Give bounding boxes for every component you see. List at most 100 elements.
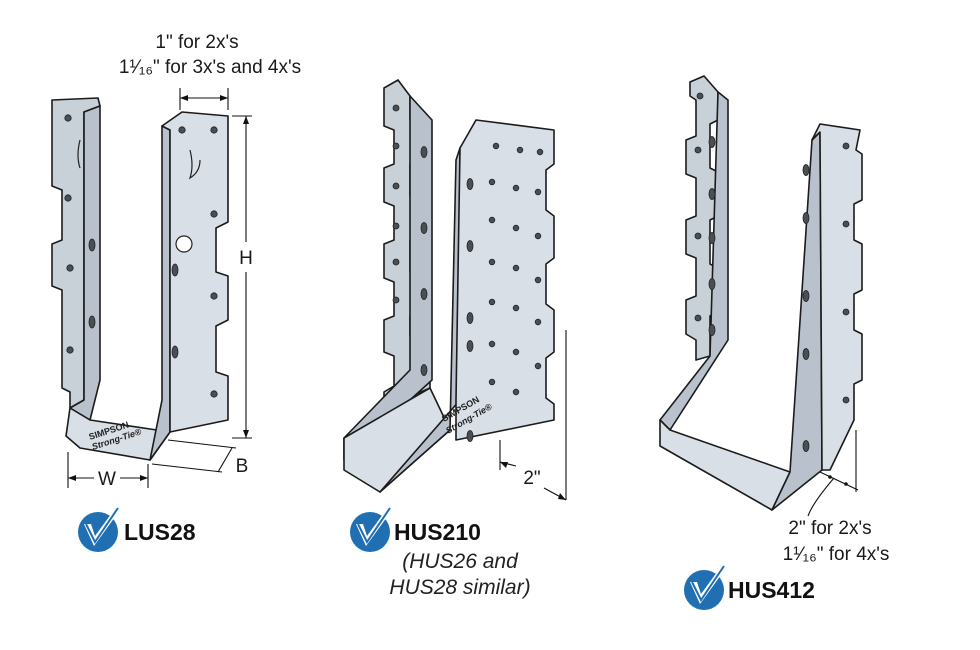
nail-hole bbox=[534, 362, 542, 370]
dome-hole bbox=[466, 340, 474, 352]
nail-hole bbox=[534, 232, 542, 240]
arrowhead bbox=[243, 430, 249, 438]
nail-hole bbox=[536, 148, 544, 156]
lus28-label-group: LUS28 bbox=[78, 507, 196, 552]
dome-hole bbox=[466, 312, 474, 324]
nail-hole bbox=[210, 210, 218, 218]
nail-hole bbox=[512, 388, 520, 396]
nail-hole bbox=[210, 390, 218, 398]
nail-hole bbox=[512, 348, 520, 356]
nail-hole bbox=[488, 340, 496, 348]
nail-hole bbox=[210, 126, 218, 134]
arrowhead bbox=[180, 95, 188, 101]
dome-hole bbox=[420, 222, 428, 234]
lus28-label: LUS28 bbox=[124, 519, 196, 545]
nail-hole bbox=[392, 104, 400, 112]
hus412-dim-line2: 1¹⁄₁₆" for 4x's bbox=[783, 544, 890, 565]
nail-hole bbox=[516, 146, 524, 154]
arrowhead bbox=[68, 475, 76, 481]
hus412-right-flange bbox=[811, 123, 863, 471]
depth-dim-line bbox=[819, 471, 859, 491]
nail-hole bbox=[392, 182, 400, 190]
hus210-right-wall bbox=[379, 147, 461, 493]
hus412-right-wall bbox=[771, 131, 823, 511]
arrowhead bbox=[500, 462, 508, 468]
hus210-sub-line2: HUS28 similar) bbox=[389, 576, 530, 599]
dome-hole bbox=[708, 278, 716, 290]
nail-hole bbox=[842, 142, 850, 150]
dome-hole bbox=[171, 263, 179, 277]
nail-hole bbox=[696, 92, 704, 100]
nail-hole bbox=[694, 314, 702, 322]
nail-hole bbox=[492, 142, 500, 150]
dome-hole bbox=[708, 188, 716, 200]
dome-hole bbox=[171, 345, 179, 359]
hus210-hanger: SIMPSON Strong-Tie® bbox=[343, 79, 555, 493]
nail-hole bbox=[210, 292, 218, 300]
lus28-right-flange bbox=[161, 111, 229, 433]
lus28-dim-w: W bbox=[98, 469, 116, 490]
arrowhead bbox=[243, 116, 249, 124]
nail-hole bbox=[512, 184, 520, 192]
hus210-dim-depth: 2" bbox=[523, 468, 540, 489]
tab-hole bbox=[175, 235, 193, 253]
dim-leader bbox=[807, 477, 835, 517]
lus28-dimensions: 1" for 2x's 1¹⁄₁₆" for 3x's and 4x's H W… bbox=[67, 32, 301, 490]
nail-hole bbox=[488, 258, 496, 266]
hus210-label: HUS210 bbox=[394, 519, 481, 545]
dome-hole bbox=[420, 146, 428, 158]
hus210-label-group: HUS210 (HUS26 and HUS28 similar) bbox=[350, 507, 531, 599]
dome-hole bbox=[802, 212, 810, 224]
hus412-label: HUS412 bbox=[728, 577, 815, 603]
nail-hole bbox=[66, 264, 74, 272]
nail-hole bbox=[392, 258, 400, 266]
nail-hole bbox=[392, 222, 400, 230]
nail-hole bbox=[488, 178, 496, 186]
nail-hole bbox=[512, 264, 520, 272]
dome-hole bbox=[88, 238, 96, 252]
dim-leader bbox=[151, 463, 223, 473]
check-badge-icon bbox=[684, 565, 726, 610]
nail-hole bbox=[392, 296, 400, 304]
check-badge-icon bbox=[350, 507, 392, 552]
arrowhead bbox=[558, 493, 566, 500]
dome-hole bbox=[708, 136, 716, 148]
dome-hole bbox=[802, 348, 810, 360]
nail-hole bbox=[178, 126, 186, 134]
dome-hole bbox=[802, 440, 810, 452]
dome-hole bbox=[802, 290, 810, 302]
tab-mark bbox=[188, 149, 201, 180]
dome-hole bbox=[708, 324, 716, 336]
nail-hole bbox=[534, 276, 542, 284]
dome-hole bbox=[466, 430, 474, 442]
nail-hole bbox=[66, 346, 74, 354]
dome-hole bbox=[802, 164, 810, 176]
lus28-top-dim-line2: 1¹⁄₁₆" for 3x's and 4x's bbox=[119, 57, 301, 78]
hus210-right-flange bbox=[455, 119, 555, 441]
nail-hole bbox=[534, 318, 542, 326]
depth-dim-line bbox=[217, 447, 233, 473]
nail-hole bbox=[488, 378, 496, 386]
hus412-hanger bbox=[659, 75, 863, 511]
dome-hole bbox=[708, 232, 716, 244]
hus412-label-group: HUS412 bbox=[684, 565, 815, 610]
hus210-sub-line1: (HUS26 and bbox=[402, 550, 519, 573]
nail-hole bbox=[64, 114, 72, 122]
dome-hole bbox=[420, 364, 428, 376]
hus412-dim-line1: 2" for 2x's bbox=[788, 518, 871, 539]
check-badge-icon bbox=[78, 507, 120, 552]
arrowhead bbox=[220, 95, 228, 101]
nail-hole bbox=[842, 308, 850, 316]
tab-mark bbox=[77, 139, 81, 169]
nail-hole bbox=[534, 188, 542, 196]
nail-hole bbox=[512, 304, 520, 312]
lus28-top-dim-line1: 1" for 2x's bbox=[155, 32, 238, 53]
hus412-dimensions: 2" for 2x's 1¹⁄₁₆" for 4x's bbox=[783, 430, 890, 565]
hus210-dimensions: 2" bbox=[499, 330, 567, 501]
dome-hole bbox=[466, 240, 474, 252]
arrowhead bbox=[140, 475, 148, 481]
nail-hole bbox=[842, 220, 850, 228]
nail-hole bbox=[392, 142, 400, 150]
dim-dot bbox=[828, 475, 832, 479]
